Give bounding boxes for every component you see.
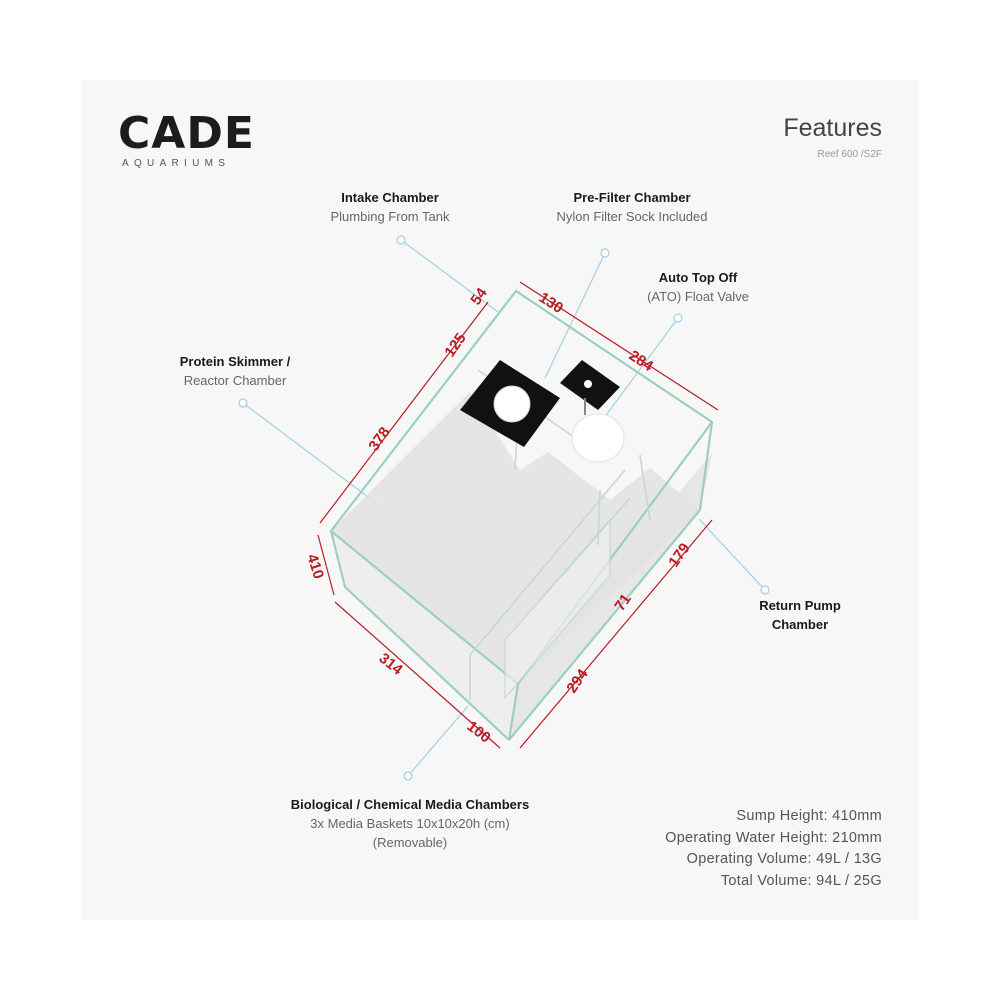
- dot-ato: [673, 313, 683, 323]
- dot-skimmer: [238, 398, 248, 408]
- leader-lines: [242, 239, 766, 777]
- brand-tagline: AQUARIUMS: [122, 158, 231, 169]
- leader-ato: [603, 317, 679, 419]
- dot-prefilter: [600, 248, 610, 258]
- skimmer-desc: Reactor Chamber: [183, 373, 287, 388]
- water-floor: [331, 392, 700, 684]
- page-title: Features: [783, 114, 882, 142]
- callout-ato: Auto Top Off (ATO) Float Valve: [618, 268, 778, 306]
- intake-hole: [493, 385, 531, 423]
- media-title: Biological / Chemical Media Chambers: [290, 797, 530, 812]
- sump-tank: [329, 289, 714, 741]
- model-name: Reef 600 /S2F: [817, 149, 882, 160]
- prefilter-hole: [584, 380, 592, 388]
- dimension-lines: [317, 281, 719, 749]
- leader-return: [698, 518, 766, 591]
- callout-media: Biological / Chemical Media Chambers 3x …: [250, 795, 570, 852]
- skimmer-title: Protein Skimmer /: [179, 354, 291, 369]
- prefilter-desc: Nylon Filter Sock Included: [556, 209, 708, 224]
- spec-operating-volume: Operating Volume: 49L / 13G: [686, 851, 882, 867]
- media-desc-1: 3x Media Baskets 10x10x20h (cm): [310, 816, 510, 831]
- dimline-378: [319, 301, 489, 524]
- dim-71: 71: [611, 591, 634, 614]
- return-title-1: Return Pump: [759, 598, 841, 613]
- spec-sump-height: Sump Height: 410mm: [736, 808, 882, 824]
- dimline-294: [519, 519, 713, 749]
- leader-intake: [400, 239, 499, 313]
- specs-block: Sump Height: 410mm Operating Water Heigh…: [665, 806, 882, 892]
- ato-float: [571, 413, 625, 463]
- edge-right: [698, 421, 714, 511]
- brand-logo: CADE AQUARIUMS: [118, 108, 255, 170]
- dot-media: [403, 771, 413, 781]
- dimline-top: [519, 281, 719, 411]
- dot-intake: [396, 235, 406, 245]
- return-baffle: [639, 454, 651, 521]
- dim-378: 378: [365, 424, 393, 454]
- dim-130: 130: [536, 289, 566, 317]
- leader-media: [407, 705, 469, 777]
- dimline-410: [317, 534, 335, 596]
- ato-desc: (ATO) Float Valve: [647, 289, 749, 304]
- prefilter-title: Pre-Filter Chamber: [573, 190, 691, 205]
- brand-name: CADE: [118, 108, 255, 159]
- ato-title: Auto Top Off: [658, 270, 738, 285]
- dim-314: 314: [376, 650, 407, 679]
- bottom-front: [344, 586, 510, 741]
- callout-prefilter: Pre-Filter Chamber Nylon Filter Sock Inc…: [527, 188, 737, 226]
- callout-intake: Intake Chamber Plumbing From Tank: [300, 188, 480, 226]
- basket-div-2: [559, 497, 631, 579]
- edge-left: [329, 530, 347, 588]
- leader-dots: [238, 235, 770, 781]
- intake-desc: Plumbing From Tank: [330, 209, 450, 224]
- features-header: Features Reef 600 /S2F: [783, 114, 882, 160]
- dot-return: [760, 585, 770, 595]
- leader-skimmer: [242, 402, 389, 513]
- dim-284: 284: [626, 347, 657, 375]
- edge-front: [507, 683, 520, 741]
- dim-410: 410: [303, 552, 327, 581]
- callout-skimmer: Protein Skimmer / Reactor Chamber: [160, 352, 310, 390]
- leader-prefilter: [544, 252, 606, 379]
- spec-total-volume: Total Volume: 94L / 25G: [720, 872, 882, 889]
- callout-return: Return Pump Chamber: [730, 596, 870, 634]
- return-title-2: Chamber: [771, 617, 829, 632]
- dimline-314: [334, 601, 501, 749]
- media-desc-2: (Removable): [372, 835, 448, 850]
- bottom-right: [508, 509, 701, 741]
- glass-edges: [329, 289, 714, 741]
- front-face: [331, 531, 518, 740]
- intake-title: Intake Chamber: [341, 190, 439, 205]
- baffle-4: [597, 489, 601, 546]
- baffles: [469, 369, 651, 701]
- spec-operating-water-height: Operating Water Height: 210mm: [665, 829, 882, 846]
